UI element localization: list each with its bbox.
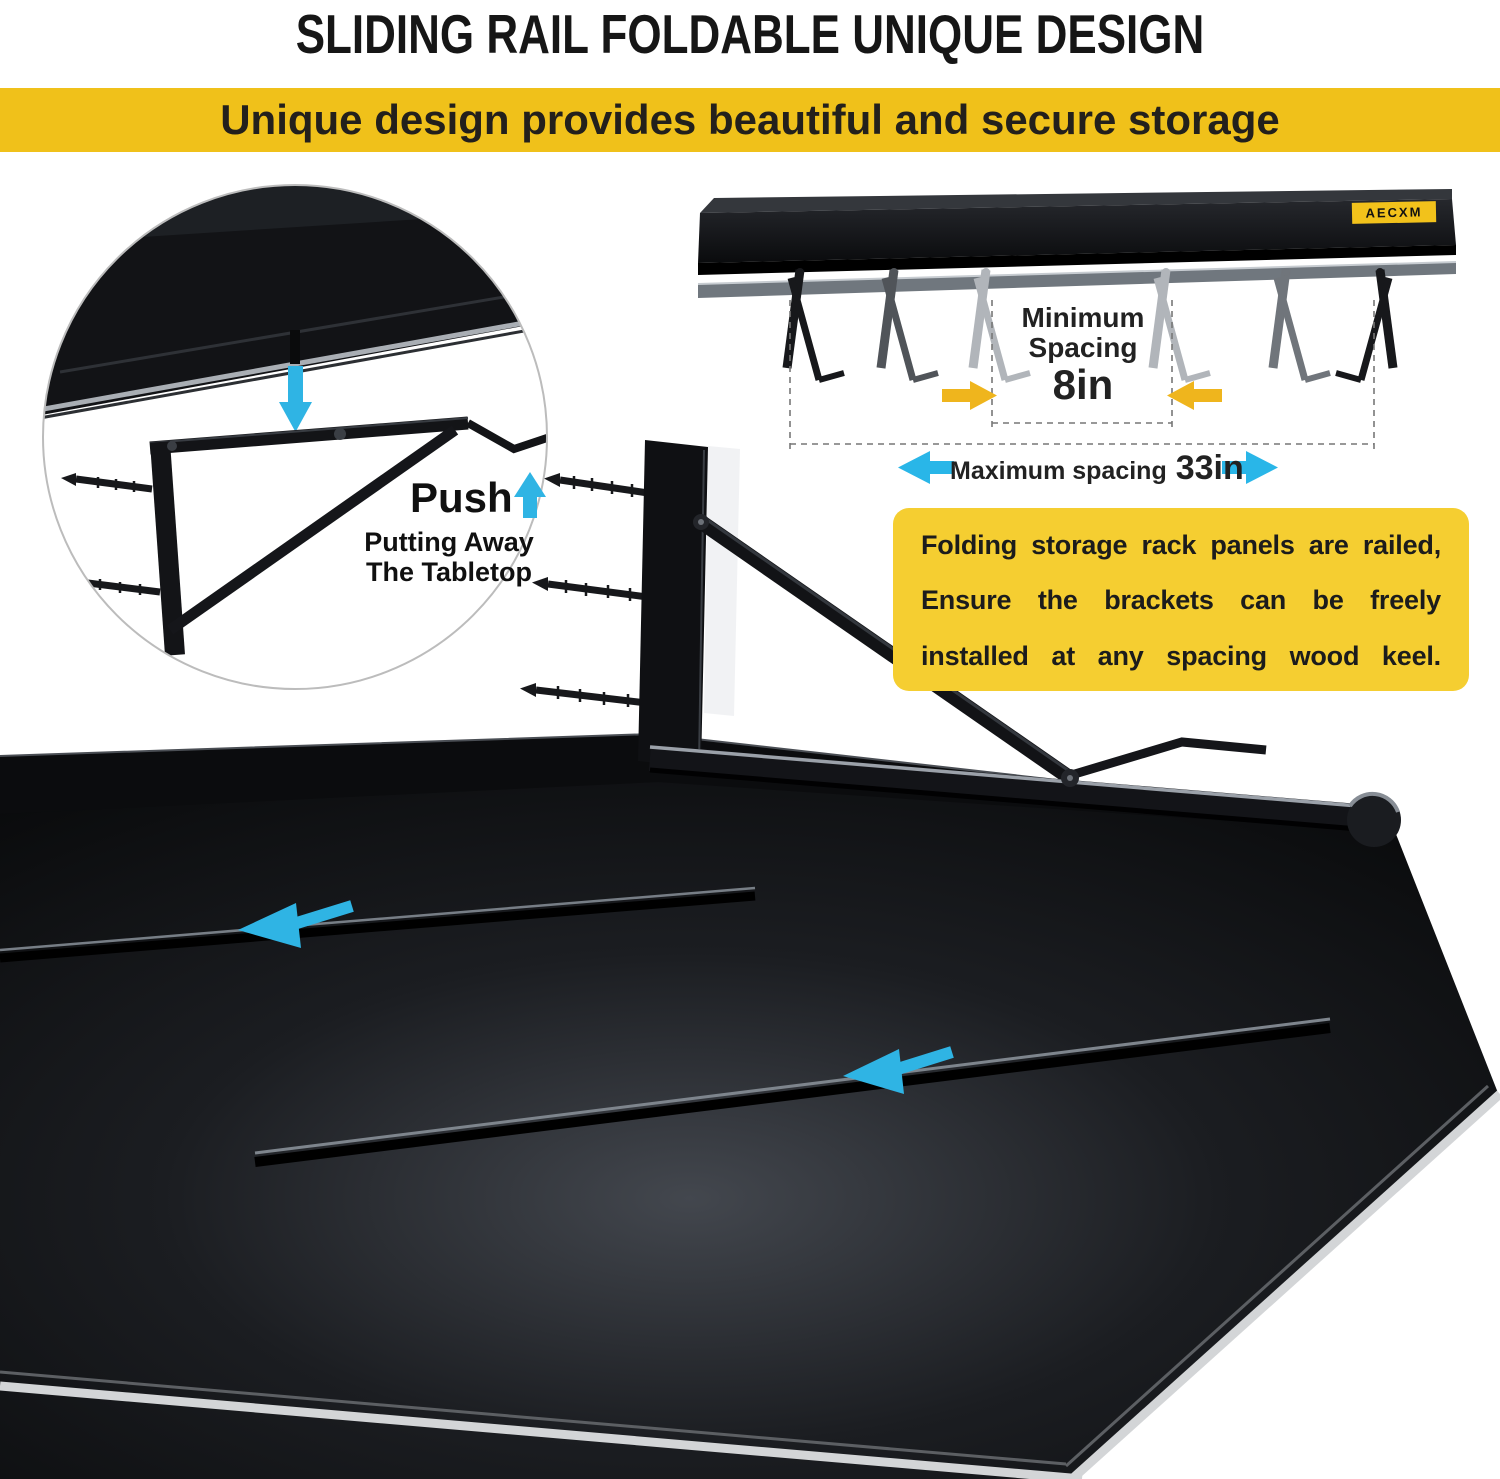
min-spacing-label: Minimum Spacing 8in [993,302,1173,409]
brand-badge: AECXM [1351,201,1437,224]
subtitle-text: Unique design provides beautiful and sec… [220,96,1280,143]
page-title: SLIDING RAIL FOLDABLE UNIQUE DESIGN [295,3,1205,65]
reflective-strip [704,446,740,716]
max-spacing-text: Maximum spacing [950,457,1167,485]
max-spacing-arrow-left-icon [898,451,954,484]
info-line3: installed at any spacing wood keel. [921,640,1441,671]
min-spacing-value: 8in [1052,361,1114,409]
sliding-rail-groove-2 [254,1017,1331,1167]
folded-bracket-icon [1268,268,1331,383]
mounting-screw-icon [544,473,656,498]
folded-bracket-icon [782,268,845,383]
inset-caption: Putting Away The Tabletop [330,527,568,587]
info-box: Folding storage rack panels are railed, … [893,508,1469,691]
mounting-screw-icon [520,683,656,708]
push-down-arrow-icon [279,366,312,432]
inset-caption-line1: Putting Away [364,527,534,557]
bracket-post [638,440,708,768]
slide-arrow-icon-2 [843,1046,954,1094]
table-far-edge-band [0,734,1392,832]
inset-bracket [149,416,547,656]
max-spacing-arrow-right-icon [1222,451,1278,484]
bracket-latch-lever [1066,737,1267,781]
info-line2: Ensure the brackets can be freely [921,585,1441,616]
folding-bracket [520,440,1401,847]
max-spacing-value: 33in [1175,449,1244,487]
folded-bracket-icon [1335,268,1398,383]
slide-arrow-icon [238,900,354,948]
inset-circle-border [42,184,548,690]
max-spacing-label: Maximum spacing 33in [950,449,1244,488]
rail-end-roller [1347,793,1401,847]
mounting-screw-icon [61,473,153,493]
folded-bracket-ghost-icon [1148,268,1211,383]
min-spacing-word2: Spacing [1028,332,1138,364]
min-spacing-word1: Minimum [1021,302,1145,333]
bracket-diagonal-brace [696,515,1075,785]
inset-caption-line2: The Tabletop [366,557,532,588]
min-spacing-arrow-left-icon [1167,381,1222,410]
measurement-guides [789,300,1375,452]
push-up-arrow-icon [514,472,546,518]
detail-inset [42,184,548,690]
rack-underside-view [697,189,1457,484]
mounting-screw-icon [532,577,656,602]
sliding-rail-groove [0,886,756,963]
bracket-rail-bar [648,745,1372,833]
table-top-surface [0,778,1500,1479]
push-label: Push [410,474,513,521]
rail-pin [290,330,300,364]
min-spacing-arrow-right-icon [942,381,997,410]
subtitle-banner: Unique design provides beautiful and sec… [0,88,1500,152]
rack-panel-slab [698,199,1456,263]
front-edge-trim [0,1084,1500,1479]
info-line1: Folding storage rack panels are railed, [921,530,1441,560]
main-table-photo [0,440,1500,1479]
folded-bracket-ghost-icon [968,268,1031,383]
folded-bracket-icon [876,268,939,383]
